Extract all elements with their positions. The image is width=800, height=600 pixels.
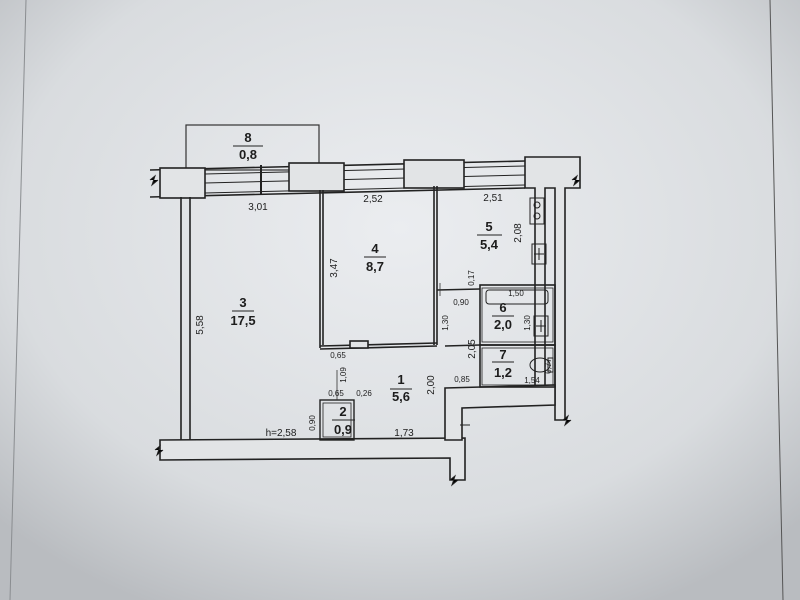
room-6-area: 2,0 xyxy=(494,317,512,332)
dim-2-51: 2,51 xyxy=(483,193,503,204)
dim-2-00: 2,00 xyxy=(426,375,437,395)
bath-sink xyxy=(533,315,549,337)
dim-0-77: 0,77 xyxy=(544,358,553,374)
room-7-number: 7 xyxy=(499,347,506,362)
room-8-number: 8 xyxy=(244,130,251,145)
dim-3-47: 3,47 xyxy=(329,258,340,278)
room-1-number: 1 xyxy=(397,372,404,387)
room-4-area: 8,7 xyxy=(366,259,384,274)
dim-0-90-a: 0,90 xyxy=(453,298,469,307)
kitchen-sink xyxy=(531,243,547,265)
dim-0-90-b: 0,90 xyxy=(308,415,317,431)
dim-0-85: 0,85 xyxy=(454,375,470,384)
paper-edge-line xyxy=(769,0,784,600)
room-5-area: 5,4 xyxy=(480,237,499,252)
kitchen-stove xyxy=(529,197,545,225)
room-2-area: 0,9 xyxy=(334,422,352,437)
bathtub xyxy=(485,289,549,305)
right-wall-top xyxy=(524,156,581,421)
room-4-number: 4 xyxy=(371,241,379,256)
dim-0-65-a: 0,65 xyxy=(330,351,346,360)
dim-1-30-a: 1,30 xyxy=(441,315,450,331)
bath-block-walls xyxy=(436,284,556,388)
room-8-area: 0,8 xyxy=(239,147,257,162)
balcony-outline xyxy=(185,124,320,171)
paper-left-edge-line xyxy=(9,0,27,600)
dim-1-73: 1,73 xyxy=(394,428,414,439)
wall-pier-right xyxy=(403,159,465,189)
wall-pier-left xyxy=(159,167,206,199)
room-3-area: 17,5 xyxy=(230,313,255,328)
dim-1-09: 1,09 xyxy=(339,367,348,383)
dim-1-54: 1,54 xyxy=(524,376,540,385)
dim-1-50: 1,50 xyxy=(508,289,524,298)
room-fraction-lines xyxy=(232,234,514,390)
dim-2-52: 2,52 xyxy=(363,194,383,205)
left-wall xyxy=(180,197,191,440)
room-6-number: 6 xyxy=(499,300,506,315)
wall-pier-mid xyxy=(288,162,345,192)
top-wall xyxy=(149,159,526,199)
room-1-area: 5,6 xyxy=(392,389,410,404)
dim-2-08: 2,08 xyxy=(513,223,524,243)
dim-0-65-b: 0,65 xyxy=(328,389,344,398)
dim-0-26: 0,26 xyxy=(356,389,372,398)
room-2-number: 2 xyxy=(339,404,346,419)
dim-5-58: 5,58 xyxy=(195,315,206,335)
room-3-number: 3 xyxy=(239,295,246,310)
ceiling-height: h=2,58 xyxy=(266,428,297,439)
room-5-number: 5 xyxy=(485,219,492,234)
dim-0-17: 0,17 xyxy=(467,270,476,286)
room-7-area: 1,2 xyxy=(494,365,512,380)
dim-2-05: 2,05 xyxy=(467,339,478,359)
room-4-door xyxy=(349,340,369,349)
break-marks xyxy=(149,174,581,487)
dim-3-01: 3,01 xyxy=(248,202,268,213)
room-4-walls xyxy=(319,186,438,350)
dimension-lines xyxy=(336,283,441,400)
dim-1-30-b: 1,30 xyxy=(523,315,532,331)
toilet xyxy=(529,357,554,373)
